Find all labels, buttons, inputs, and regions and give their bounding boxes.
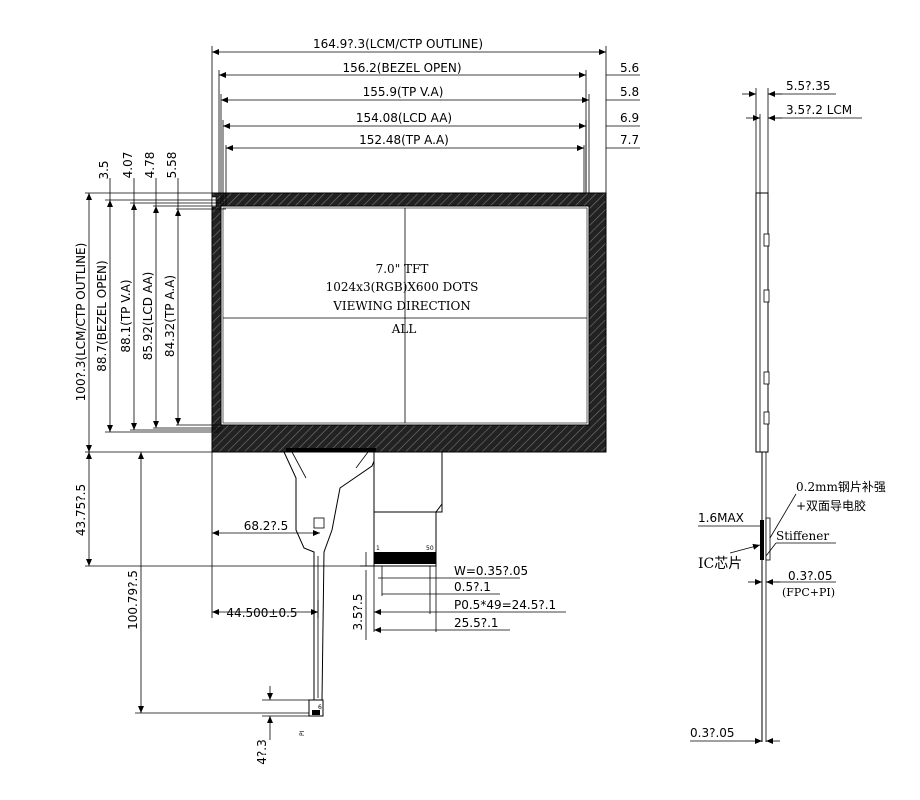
dim-tpva-width: 155.9(TP V.A): [363, 85, 444, 99]
dim-0-5: 0.5?.1: [454, 580, 491, 594]
pin-6-label: 6: [318, 704, 322, 711]
center-line-4: ALL: [391, 322, 417, 336]
dim-3-5: 3.5?.5: [351, 594, 365, 631]
pi-label: PI: [299, 730, 306, 736]
bottom-thickness: 0.3?.05: [690, 726, 735, 740]
top-dimensions: 164.9?.3(LCM/CTP OUTLINE) 156.2(BEZEL OP…: [211, 37, 640, 206]
pin-50-label: 50: [426, 545, 434, 552]
dim-lcdaa-width: 154.08(LCD AA): [356, 111, 452, 125]
display-outline: [211, 192, 607, 453]
center-label: 7.0" TFT 1024x3(RGB)X600 DOTS VIEWING DI…: [326, 262, 479, 336]
dim-outline-width: 164.9?.3(LCM/CTP OUTLINE): [313, 37, 483, 51]
fpc-tail: 1 50 6 PI: [283, 448, 443, 736]
dim-68-2: 68.2?.5: [244, 519, 289, 533]
center-line-3: VIEWING DIRECTION: [332, 299, 471, 313]
pin-1-label: 1: [376, 545, 380, 552]
dim-lcdaa-height: 85.92(LCD AA): [141, 272, 155, 361]
side-view: 5.5?.35 3.5?.2 LCM 0.2mm钢片补强 +双面导电胶 1.6M…: [690, 79, 886, 744]
dim-bezel-width: 156.2(BEZEL OPEN): [342, 61, 461, 75]
stiffener-cn: 0.2mm钢片补强: [796, 480, 886, 494]
side-thickness-1: 5.5?.35: [786, 79, 831, 93]
dim-tpaa-height: 84.32(TP A.A): [163, 275, 177, 357]
offset-4-78: 4.78: [143, 152, 157, 179]
dim-25-5: 25.5?.1: [454, 616, 499, 630]
offset-4-07: 4.07: [121, 152, 135, 179]
offset-5-58: 5.58: [165, 152, 179, 179]
offset-7-7: 7.7: [620, 133, 639, 147]
fpc-dimensions: 43.75?.5 100.79?.5 68.2?.5 44.500±0.5 3.…: [74, 452, 566, 765]
left-dimensions: 100?.3(LCM/CTP OUTLINE) 88.7(BEZEL OPEN)…: [74, 152, 226, 453]
stiffener-label: Stiffener: [776, 529, 829, 543]
center-line-1: 7.0" TFT: [376, 262, 429, 276]
dim-43-75: 43.75?.5: [74, 484, 88, 536]
dim-w: W=0.35?.05: [454, 564, 528, 578]
dim-tpaa-width: 152.48(TP A.A): [359, 133, 449, 147]
offset-5-8: 5.8: [620, 85, 639, 99]
offset-3-5: 3.5: [97, 160, 111, 179]
ic-label: IC芯片: [698, 556, 742, 572]
side-thickness-2: 3.5?.2 LCM: [786, 103, 852, 117]
dim-outline-height: 100?.3(LCM/CTP OUTLINE): [74, 243, 88, 402]
dim-100-79: 100.79?.5: [126, 570, 140, 630]
dim-bezel-height: 88.7(BEZEL OPEN): [95, 260, 109, 371]
dim-pitch: P0.5*49=24.5?.1: [454, 598, 556, 612]
fpc-pi: (FPC+PI): [782, 586, 835, 599]
dim-tpva-height: 88.1(TP V.A): [119, 279, 133, 352]
dim-44-500: 44.500±0.5: [226, 606, 297, 620]
offset-6-9: 6.9: [620, 111, 639, 125]
fpc-thickness: 0.3?.05: [788, 569, 833, 583]
offset-5-6: 5.6: [620, 61, 639, 75]
dim-4-3: 4?.3: [255, 739, 269, 764]
max-label: 1.6MAX: [698, 511, 744, 525]
tape-cn: +双面导电胶: [796, 498, 866, 513]
center-line-2: 1024x3(RGB)X600 DOTS: [326, 280, 479, 294]
